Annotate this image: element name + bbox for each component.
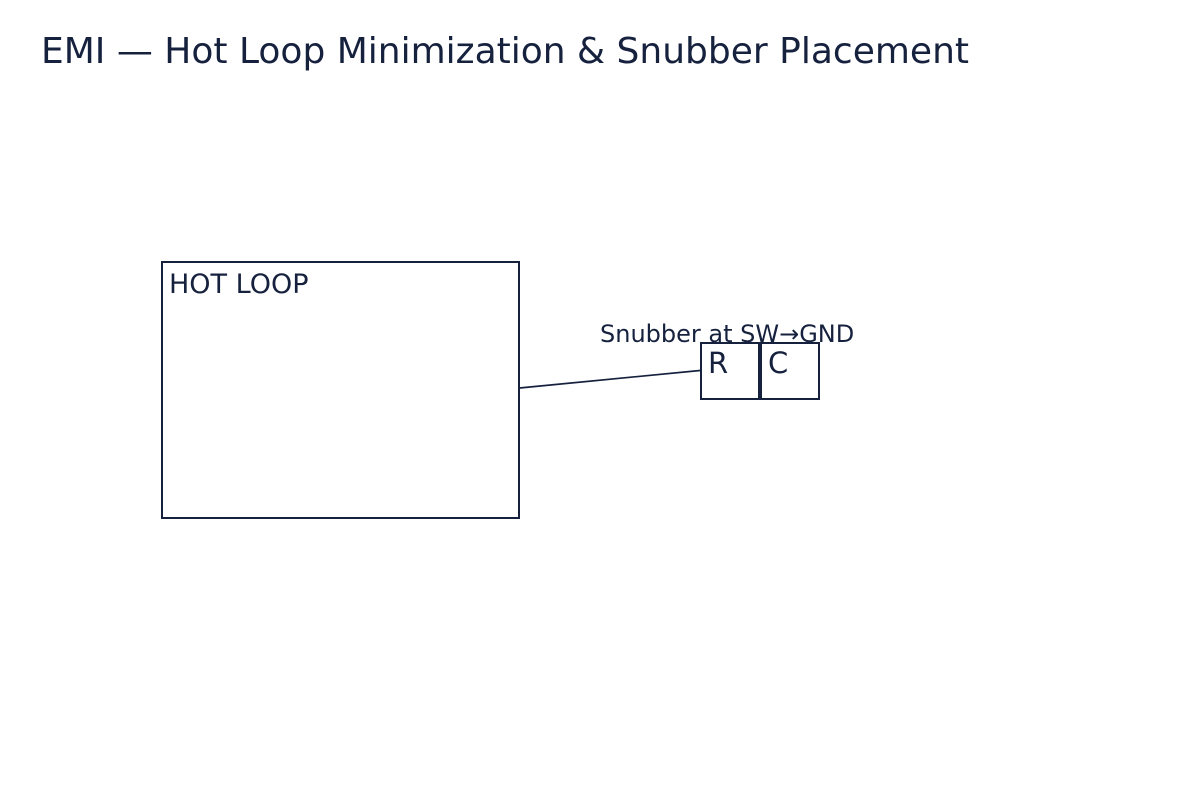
resistor-box: R <box>700 342 760 400</box>
snubber-rc-network: R C <box>700 342 820 400</box>
capacitor-label: C <box>768 346 789 380</box>
hot-loop-label: HOT LOOP <box>169 269 309 300</box>
hotloop-to-snubber-line <box>519 369 701 389</box>
resistor-label: R <box>708 346 729 380</box>
hot-loop-box: HOT LOOP <box>161 261 520 519</box>
page-title: EMI — Hot Loop Minimization & Snubber Pl… <box>41 31 970 72</box>
capacitor-box: C <box>760 342 820 400</box>
